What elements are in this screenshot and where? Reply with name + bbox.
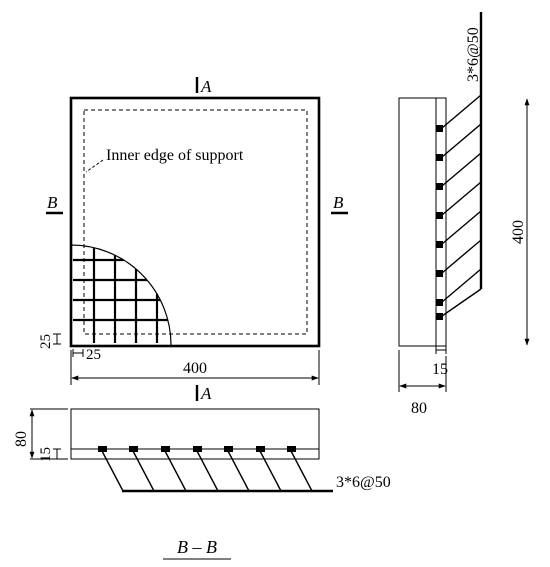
side-rebar-diagonal — [441, 123, 482, 158]
side-rebar-stud — [436, 154, 443, 161]
side-rebar-diagonal — [441, 210, 482, 245]
side-rebar-diagonal — [441, 268, 482, 303]
side-slab-outline — [398, 97, 447, 347]
support-note: Inner edge of support — [106, 147, 244, 164]
bottom-rebar-stud — [287, 446, 296, 452]
section-title-b-b: B – B — [177, 537, 217, 557]
bottom-rebar-diagonal — [101, 450, 124, 492]
bottom-slab-outline — [70, 408, 320, 460]
quarter-arc — [70, 244, 172, 346]
side-rebar-diagonal — [441, 288, 482, 317]
dim-edge-y-label: 25 — [38, 334, 54, 349]
side-section: 3*6@50 400 15 80 — [398, 12, 530, 417]
section-mark-a-bottom: A — [200, 384, 212, 403]
bottom-rebar-stud — [98, 446, 107, 452]
slab-outline — [69, 96, 321, 348]
side-rebar-diagonal — [441, 94, 482, 129]
section-mark-a-top: A — [200, 77, 212, 96]
dim-height-label: 400 — [510, 220, 527, 244]
bottom-rebar-diagonal — [132, 450, 155, 492]
bottom-rebar-diagonal — [164, 450, 187, 492]
bottom-rebar-group — [98, 446, 313, 492]
side-rebar-stud — [436, 212, 443, 219]
bottom-cover-label: 15 — [38, 447, 54, 462]
reinforcement-quarter — [70, 244, 172, 346]
side-rebar-stud — [436, 270, 443, 277]
side-cover-label: 15 — [432, 361, 448, 378]
plan-view: Inner edge of support A B B 400 25 25 A — [38, 77, 348, 403]
side-rebar-stud — [436, 125, 443, 132]
dim-edge-x-label: 25 — [86, 347, 101, 363]
bottom-rebar-stud — [161, 446, 170, 452]
bottom-rebar-diagonal — [227, 450, 250, 492]
bottom-section: 3*6@50 80 15 B – B — [13, 408, 391, 560]
side-rebar-group — [436, 94, 482, 320]
bottom-reinforcement-label: 3*6@50 — [336, 474, 391, 491]
side-rebar-stud — [436, 313, 443, 320]
side-rebar-stud — [436, 183, 443, 190]
dim-width-label: 400 — [183, 360, 207, 377]
side-reinforcement-label: 3*6@50 — [465, 27, 482, 82]
side-thk-label: 80 — [411, 400, 427, 417]
bottom-rebar-diagonal — [290, 450, 313, 492]
side-rebar-diagonal — [441, 152, 482, 187]
bottom-rebar-diagonal — [259, 450, 282, 492]
bottom-rebar-stud — [256, 446, 265, 452]
section-mark-b-right: B — [333, 193, 344, 212]
side-rebar-stud — [436, 299, 443, 306]
side-rebar-diagonal — [441, 181, 482, 216]
bottom-rebar-stud — [129, 446, 138, 452]
section-mark-b-left: B — [47, 193, 58, 212]
side-rebar-stud — [436, 241, 443, 248]
bottom-rebar-stud — [193, 446, 202, 452]
side-rebar-diagonal — [441, 239, 482, 274]
bottom-thk-label: 80 — [13, 431, 30, 447]
bottom-rebar-diagonal — [196, 450, 219, 492]
support-note-leader — [85, 159, 104, 173]
reinforcement-mesh — [73, 247, 168, 343]
bottom-rebar-stud — [224, 446, 233, 452]
